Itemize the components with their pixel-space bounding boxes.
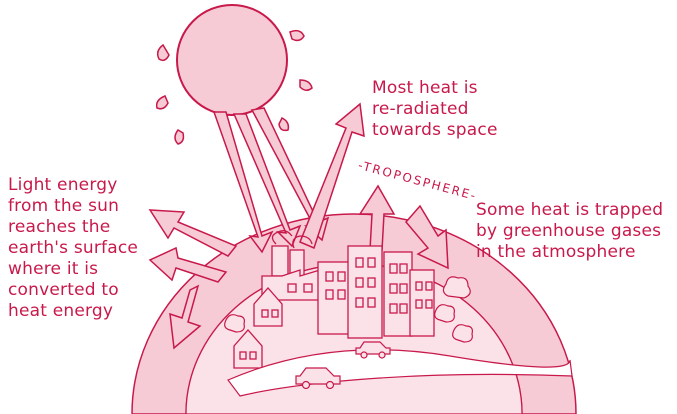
most-heat-label: Most heat is re-radiated towards space [372, 78, 542, 141]
some-heat-label: Some heat is trapped by greenhouse gases… [476, 200, 676, 263]
sun-icon [157, 5, 312, 144]
light-energy-label: Light energy from the sun reaches the ea… [8, 175, 168, 322]
